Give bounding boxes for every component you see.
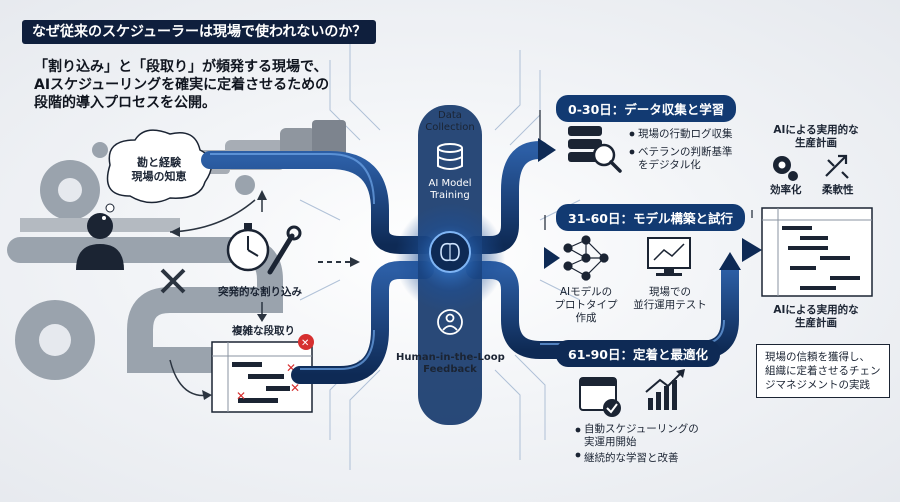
interrupt-label: 突発的な割り込み [218, 286, 302, 298]
brain-icon [429, 231, 471, 273]
arrow-head [544, 247, 560, 269]
cloud-line: 現場の知恵 [131, 170, 187, 183]
arrow-head [538, 138, 556, 162]
note-line: 組織に定着させるチェン [765, 365, 881, 377]
growth-chart-icon [645, 369, 685, 410]
change-management-note: 現場の信頼を獲得し、 組織に定着させるチェン ジマネジメントの実践 [756, 344, 890, 398]
label-line: Feedback [423, 364, 477, 375]
caption-line: プロトタイプ [554, 299, 618, 311]
phase3-pill: 61-90日：定着と最適化 [556, 340, 720, 367]
wrench-icon [267, 225, 302, 275]
title-line: AIによる実用的な [773, 304, 859, 316]
label-line: Human-in-the-Loop [396, 352, 505, 363]
headline-banner: なぜ従来のスケジューラーは現場で使われないのか？ [22, 20, 377, 45]
neural-network-icon [563, 235, 609, 281]
database-icon [437, 143, 463, 170]
phase3-items: 自動スケジューリングの 実運用開始 継続的な学習と改善 [584, 423, 699, 465]
label-line: AI Model [428, 178, 472, 189]
efficiency-label: 効率化 [770, 184, 802, 196]
flex-arrows-icon [825, 154, 849, 179]
lead-line: 「割り込み」と「段取り」が頻発する現場で、 [34, 59, 328, 75]
hitl-label: Human-in-the-Loop Feedback [396, 352, 505, 376]
calendar-check-icon [579, 377, 621, 417]
gear-icon [15, 142, 255, 380]
bullet-dot [629, 131, 635, 155]
phase2-pill: 31-60日：モデル構築と試行 [556, 204, 745, 231]
phase3-item: 継続的な学習と改善 [584, 452, 679, 464]
phase1-item: をデジタル化 [638, 159, 701, 171]
title-line: 生産計画 [795, 137, 837, 149]
caption-line: 作成 [575, 312, 597, 324]
data-collection-label: Data Collection [418, 110, 482, 134]
flexibility-label: 柔軟性 [822, 184, 854, 196]
svg-text:✕: ✕ [236, 389, 246, 403]
caption-line: 現場での [649, 286, 691, 298]
phase3-item: 実運用開始 [584, 436, 637, 448]
monitor-icon [647, 237, 691, 276]
tools-cross-icon [160, 268, 186, 294]
title-line: AIによる実用的な [773, 124, 859, 136]
gantt-card-left: ✕ ✕ ✕ ✕ [211, 334, 314, 413]
phase1-item: 現場の行動ログ収集 [638, 128, 733, 140]
bullet-dot [575, 427, 581, 458]
stopwatch-icon [226, 223, 270, 272]
svg-text:✕: ✕ [301, 338, 309, 349]
note-line: ジマネジメントの実践 [765, 379, 870, 391]
title-line: 生産計画 [795, 317, 837, 329]
label-line: Data [438, 110, 462, 121]
cloud-line: 勘と経験 [137, 156, 181, 169]
right-mid-title: AIによる実用的な 生産計画 [766, 304, 866, 330]
magnifier-icon [592, 143, 622, 173]
phase3-item: 自動スケジューリングの [584, 423, 699, 435]
svg-text:✕: ✕ [290, 381, 300, 395]
circuit-lines [299, 40, 581, 470]
label-line: Collection [425, 122, 475, 133]
caption-line: 並行運用テスト [633, 299, 707, 311]
curve-arrow [169, 199, 256, 233]
phase2-right-caption: 現場での 並行運用テスト [628, 286, 712, 312]
phase2-left-caption: AIモデルの プロトタイプ 作成 [548, 286, 624, 325]
lead-text: 「割り込み」と「段取り」が頻発する現場で、 AIスケジューリングを確実に定着させ… [34, 58, 329, 112]
feedback-person-icon [437, 309, 463, 335]
server-icon [568, 126, 602, 162]
phase1-items: 現場の行動ログ収集 ベテランの判断基準 をデジタル化 [638, 128, 733, 172]
right-top-title: AIによる実用的な 生産計画 [766, 124, 866, 150]
arrow-head [742, 238, 762, 262]
cloud-caption: 勘と経験 現場の知恵 [124, 156, 194, 184]
setup-label: 複雑な段取り [232, 325, 295, 337]
lead-line: AIスケジューリングを確実に定着させるための [34, 77, 330, 93]
gantt-card-right [761, 207, 873, 297]
gears-efficiency-icon [773, 156, 798, 181]
label-line: Training [430, 190, 470, 201]
svg-text:✕: ✕ [286, 361, 296, 375]
caption-line: AIモデルの [559, 286, 613, 298]
ai-model-label: AI Model Training [418, 178, 482, 202]
lead-line: 段階的導入プロセスを公開。 [34, 95, 216, 111]
phase1-item: ベテランの判断基準 [638, 146, 733, 158]
thought-cloud [101, 129, 213, 221]
arrow-head [719, 252, 741, 270]
note-line: 現場の信頼を獲得し、 [765, 351, 870, 363]
phase1-pill: 0-30日：データ収集と学習 [556, 95, 737, 122]
